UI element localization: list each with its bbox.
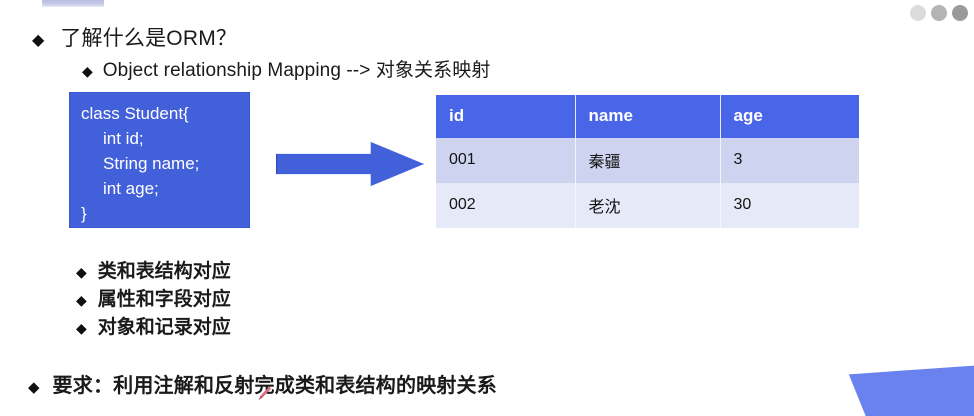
diamond-bullet-icon: ◆ <box>76 292 87 308</box>
bullet-subtitle: ◆ Object relationship Mapping --> 对象关系映射 <box>82 55 490 82</box>
bullet-requirement: ◆ 要求：利用注解和反射完成类和表结构的映射关系 <box>28 369 497 398</box>
code-line: } <box>81 204 87 223</box>
diamond-bullet-icon: ◆ <box>28 379 40 396</box>
diamond-bullet-icon: ◆ <box>76 320 87 336</box>
table-cell-name: 秦疆 <box>575 138 721 183</box>
bullet-mapping-record: ◆ 对象和记录对应 <box>76 312 231 339</box>
code-line: int age; <box>103 179 159 198</box>
bullet-requirement-text: 要求：利用注解和反射完成类和表结构的映射关系 <box>52 375 497 397</box>
table-cell-id: 002 <box>436 183 576 228</box>
table-row: 001 秦疆 3 <box>436 138 859 183</box>
table-header-row: id name age <box>436 95 859 138</box>
bullet-mapping-text: 类和表结构对应 <box>97 261 231 282</box>
table-header-name: name <box>575 95 721 138</box>
top-left-accent-bar <box>42 0 104 7</box>
bullet-subtitle-text: Object relationship Mapping --> 对象关系映射 <box>102 60 491 81</box>
window-dot-dark-icon <box>952 5 968 21</box>
bullet-mapping-text: 对象和记录对应 <box>97 317 231 338</box>
code-line: String name; <box>103 154 200 173</box>
code-block: class Student{ int id; String name; int … <box>69 92 250 228</box>
bullet-mapping-field: ◆ 属性和字段对应 <box>76 284 231 311</box>
table-header-age: age <box>720 95 859 138</box>
bullet-title: ◆ 了解什么是ORM？ <box>32 22 237 52</box>
corner-accent-shape <box>848 365 974 416</box>
window-dot-mid-icon <box>931 5 947 21</box>
pen-cursor-icon <box>258 386 271 401</box>
code-line: class Student{ <box>81 104 189 123</box>
table-cell-name: 老沈 <box>575 183 721 228</box>
diamond-bullet-icon: ◆ <box>32 32 45 49</box>
window-dot-light-icon <box>910 5 926 21</box>
diamond-bullet-icon: ◆ <box>76 264 87 280</box>
table-cell-age: 3 <box>720 138 859 183</box>
diamond-bullet-icon: ◆ <box>82 63 93 79</box>
table-cell-id: 001 <box>436 138 576 183</box>
bullet-mapping-class-table: ◆ 类和表结构对应 <box>76 256 231 283</box>
student-table: id name age 001 秦疆 3 002 老沈 30 <box>436 95 859 228</box>
bullet-title-text: 了解什么是ORM？ <box>60 27 238 50</box>
table-row: 002 老沈 30 <box>436 183 859 228</box>
right-arrow-icon <box>276 141 424 187</box>
table-cell-age: 30 <box>720 183 859 228</box>
window-dots <box>910 5 968 21</box>
bullet-mapping-text: 属性和字段对应 <box>97 289 231 310</box>
code-line: int id; <box>103 129 144 148</box>
table-header-id: id <box>436 95 576 138</box>
